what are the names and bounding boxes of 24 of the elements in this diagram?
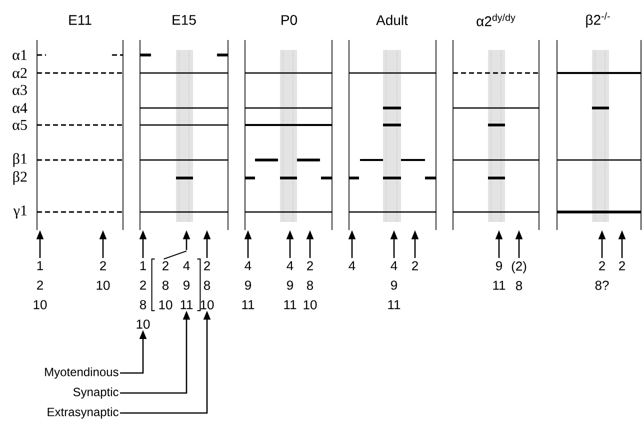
laminin-numbers: 9 11 — [493, 261, 506, 290]
laminin-numbers: 4 9 11 — [284, 261, 296, 310]
region-label: Synaptic — [73, 387, 118, 399]
laminin-numbers: 1 2 8 10 — [136, 261, 150, 329]
laminin-numbers: 2 8 10 — [304, 261, 317, 310]
panel-heading: E15 — [172, 15, 196, 25]
panel-heading: E11 — [69, 15, 92, 25]
laminin-numbers: 4 — [348, 261, 356, 270]
region-label: Extrasynaptic — [48, 407, 118, 419]
laminin-numbers: 1 2 10 — [34, 261, 47, 310]
bracketed-numbers: 2 8 10 4 9 11 — [151, 250, 201, 312]
laminin-numbers: (2) 8 — [512, 261, 526, 290]
laminin-numbers: 2 — [619, 261, 625, 270]
panel-heading: β2$^{-/-}$ — [586, 12, 610, 28]
laminin-numbers: 2 8? — [595, 261, 609, 290]
laminin-numbers: 4 9 11 — [242, 261, 254, 310]
laminin-numbers: 2 10 — [96, 261, 110, 290]
laminin-numbers: 4 9 11 — [388, 261, 400, 310]
laminin-numbers: 2 8 10 — [200, 261, 214, 310]
panel-heading: α2$^{dy/dy}$ — [476, 14, 516, 26]
region-label: Myotendinous — [45, 367, 118, 379]
panel-heading: P0 — [282, 15, 298, 25]
panel-heading: Adult — [376, 14, 408, 26]
laminin-numbers: 2 — [412, 261, 418, 270]
